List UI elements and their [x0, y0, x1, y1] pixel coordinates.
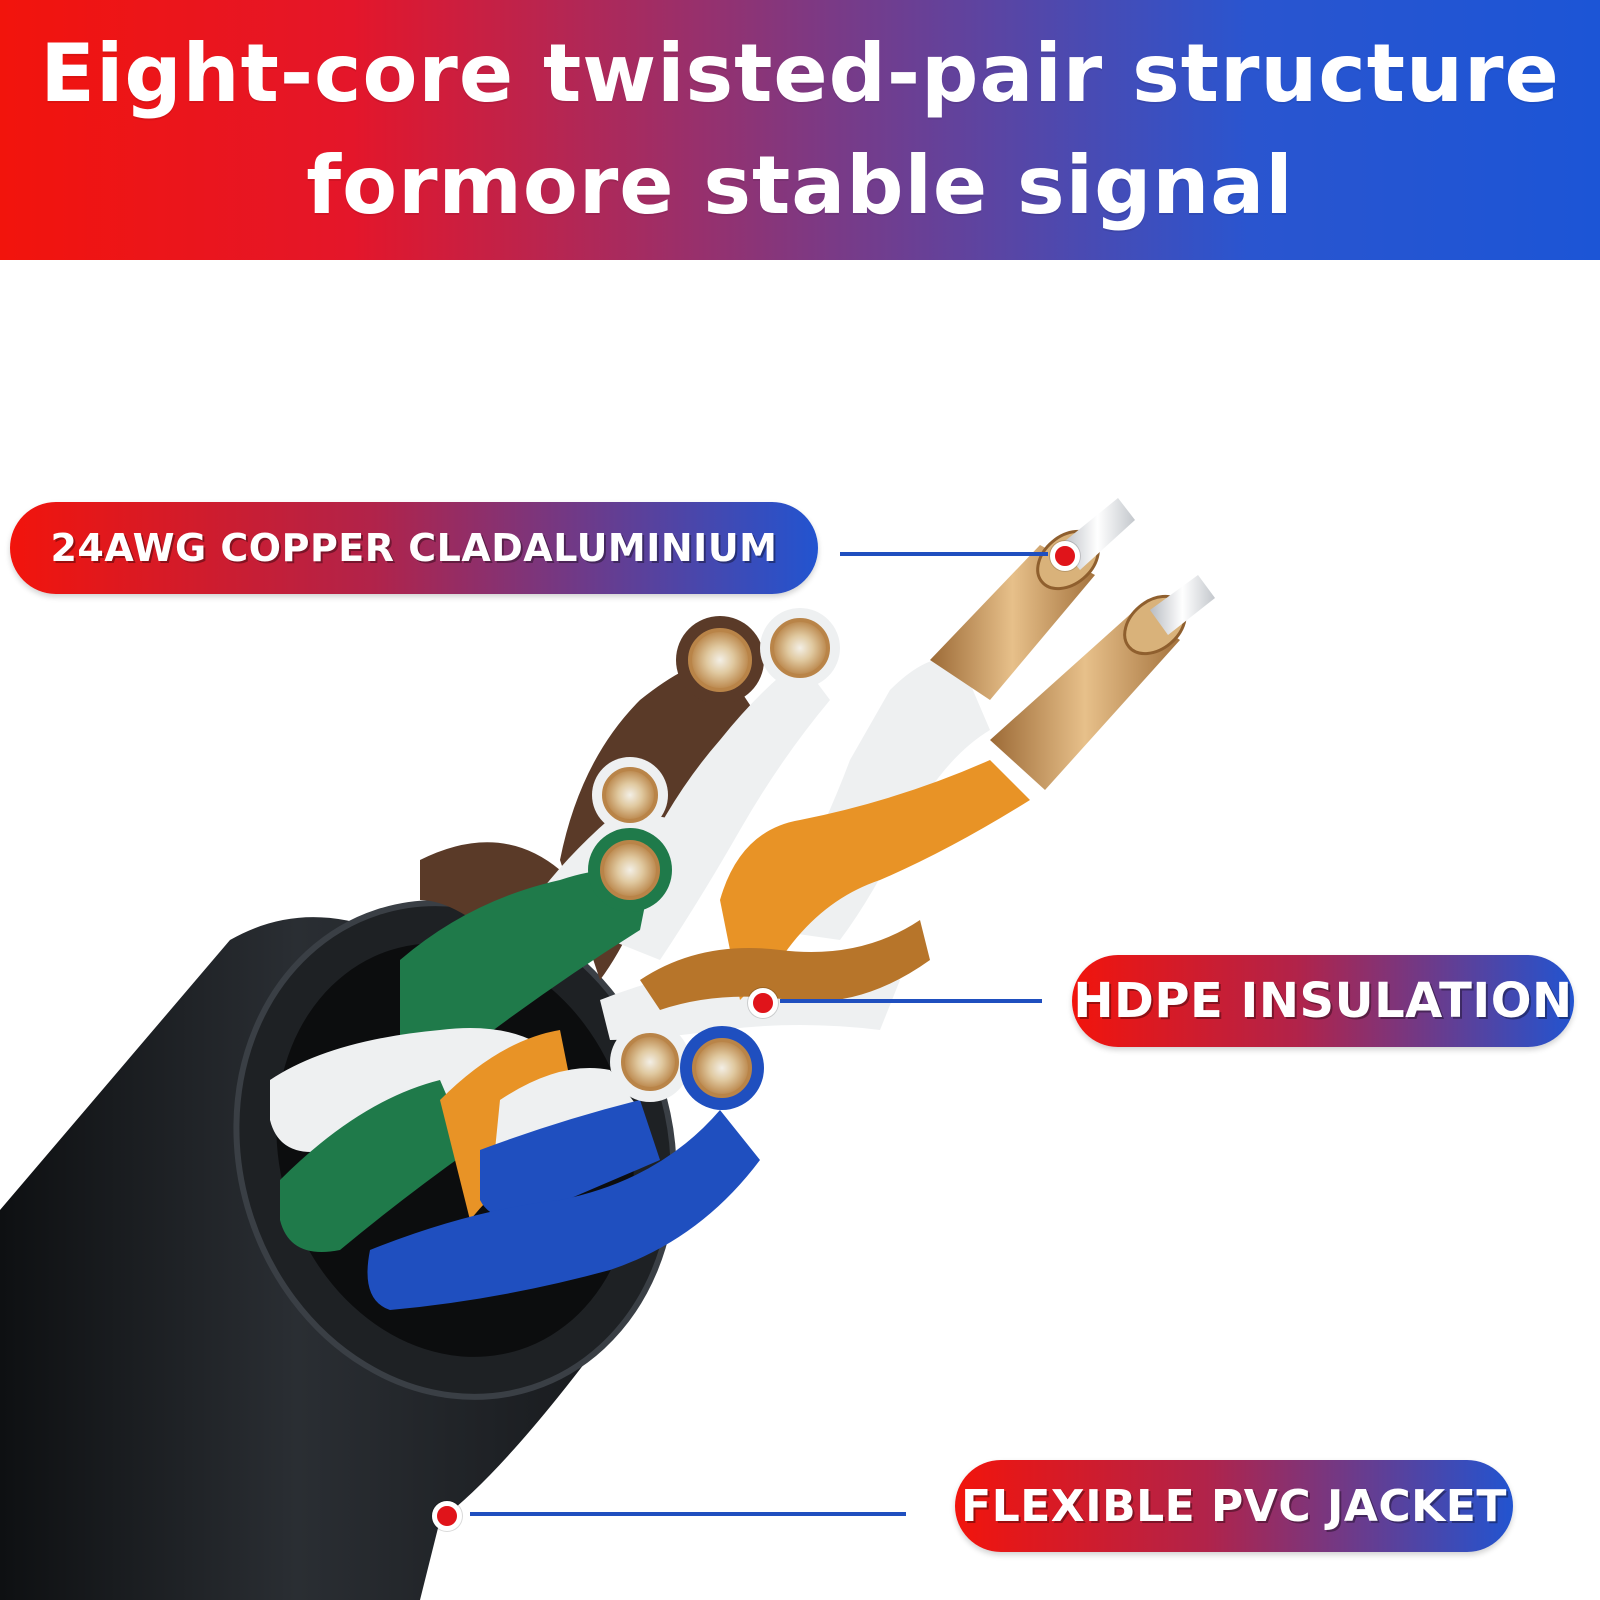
- marker-dot-insulation: [748, 988, 778, 1018]
- callout-conductor-label: 24AWG COPPER CLADALUMINIUM: [50, 526, 778, 570]
- callout-conductor-pill: 24AWG COPPER CLADALUMINIUM: [10, 502, 818, 594]
- callout-insulation-label: HDPE INSULATION: [1073, 973, 1573, 1029]
- callout-jacket-pill: FLEXIBLE PVC JACKET: [955, 1460, 1513, 1552]
- green-wire-pair: [270, 757, 680, 1252]
- callout-insulation-pill: HDPE INSULATION: [1072, 955, 1574, 1047]
- leader-line-insulation: [780, 999, 1042, 1003]
- leader-line-jacket: [470, 1512, 906, 1516]
- leader-line-conductor: [840, 552, 1048, 556]
- headline-line-1: Eight-core twisted-pair structure: [40, 27, 1560, 120]
- callout-jacket-label: FLEXIBLE PVC JACKET: [961, 1480, 1507, 1532]
- headline-line-2: formore stable signal: [306, 139, 1294, 232]
- title-banner: Eight-core twisted-pair structure formor…: [0, 0, 1600, 260]
- marker-dot-conductor: [1050, 541, 1080, 571]
- exposed-conductors: [930, 498, 1215, 790]
- marker-dot-jacket: [432, 1501, 462, 1531]
- blue-wire-pair: [367, 1022, 764, 1310]
